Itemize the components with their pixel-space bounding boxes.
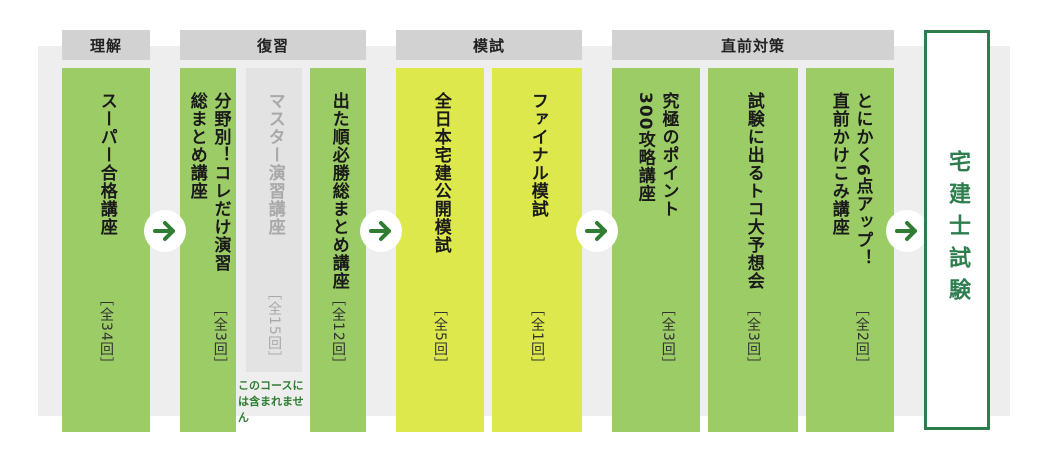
course-title-line2: 直前かけこみ講座 <box>828 92 849 236</box>
course-card-super-goukaku[interactable]: スーパー合格講座 ［全34回］ <box>62 68 150 432</box>
course-card-daiyosoukai[interactable]: 試験に出るトコ大予想会 ［全3回］ <box>708 68 798 432</box>
course-count: ［全5回］ <box>432 302 448 372</box>
course-count: ［全12回］ <box>330 292 346 372</box>
stage-header-mock-exam: 模試 <box>396 30 582 60</box>
course-title: マスター演習講座 <box>264 92 285 236</box>
arrow-right-icon <box>144 210 186 252</box>
course-title-line1: 分野別！コレだけ演習 <box>210 92 231 272</box>
course-count: ［全3回］ <box>659 302 676 372</box>
course-title-line2: 総まとめ講座 <box>186 92 207 200</box>
course-count: ［全3回］ <box>211 302 228 372</box>
course-card-detajun[interactable]: 出た順必勝総まとめ講座 ［全12回］ <box>310 68 366 432</box>
goal-exam-label: 宅建士試験 <box>945 150 970 310</box>
arrow-right-icon <box>886 210 928 252</box>
course-title-line1: とにかく6点アップ！ <box>852 92 873 267</box>
course-title: 全日本宅建公開模試 <box>430 92 451 254</box>
course-card-master-enshu[interactable]: マスター演習講座 ［全15回］ <box>246 68 302 372</box>
course-card-final-moshi[interactable]: ファイナル模試 ［全1回］ <box>492 68 582 432</box>
stage-header-final-prep: 直前対策 <box>612 30 894 60</box>
course-count: ［全3回］ <box>745 302 761 372</box>
arrow-right-icon <box>576 210 618 252</box>
course-count: ［全2回］ <box>853 302 870 372</box>
course-card-6ten-up[interactable]: とにかく6点アップ！ ［全2回］ 直前かけこみ講座 <box>806 68 894 432</box>
goal-exam-box: 宅建士試験 <box>924 30 990 430</box>
course-title: 試験に出るトコ大予想会 <box>743 92 764 290</box>
course-count: ［全15回］ <box>266 286 282 366</box>
course-count: ［全34回］ <box>98 292 114 372</box>
course-card-kyukyoku-point[interactable]: 究極のポイント ［全3回］ 300攻略講座 <box>612 68 700 432</box>
stage-header-understanding: 理解 <box>62 30 150 60</box>
course-count: ［全1回］ <box>529 302 545 372</box>
course-title: スーパー合格講座 <box>96 92 117 236</box>
course-title: ファイナル模試 <box>527 92 548 218</box>
course-title-line1: 究極のポイント <box>658 92 679 218</box>
course-title: 出た順必勝総まとめ講座 <box>328 92 349 290</box>
course-title-line2: 300攻略講座 <box>634 92 655 203</box>
arrow-right-icon <box>360 210 402 252</box>
stage-header-review: 復習 <box>180 30 366 60</box>
course-card-bunyabetsu[interactable]: 分野別！コレだけ演習 ［全3回］ 総まとめ講座 <box>180 68 236 432</box>
not-included-note: このコースには含まれません <box>238 379 304 424</box>
course-card-zennihon-moshi[interactable]: 全日本宅建公開模試 ［全5回］ <box>396 68 484 432</box>
